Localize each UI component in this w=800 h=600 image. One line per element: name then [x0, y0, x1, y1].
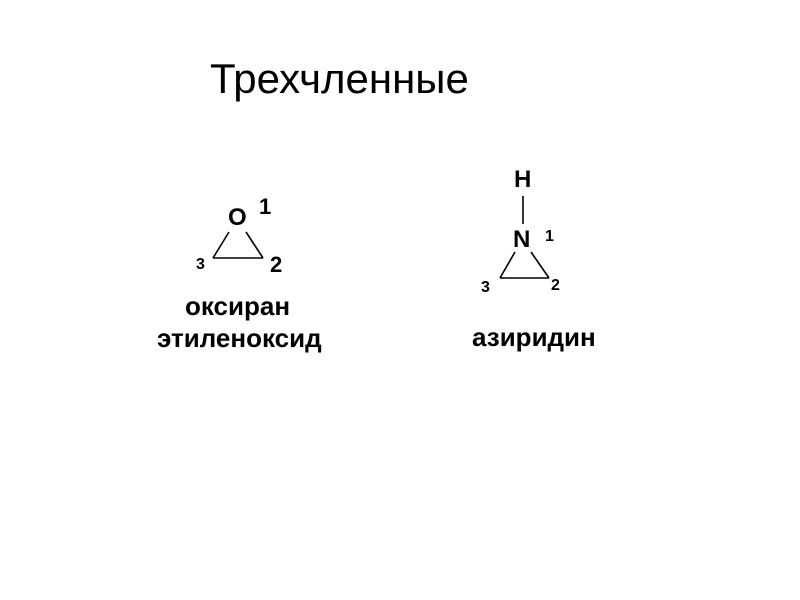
- oxirane-bond-o-c3: [212, 231, 230, 259]
- oxirane-locant-2: 2: [270, 252, 283, 277]
- aziridine-name: азиридин: [472, 322, 596, 352]
- aziridine-bond-n-c2: [530, 251, 550, 279]
- oxirane-bond-o-c2: [245, 231, 264, 259]
- aziridine-locant-3: 3: [481, 279, 490, 296]
- slide-title: Трехчленные: [210, 55, 469, 102]
- oxirane-locant-1: 1: [259, 194, 272, 219]
- oxirane-synonym: этиленоксид: [157, 323, 322, 353]
- aziridine-nitrogen-atom: N: [513, 226, 531, 253]
- oxirane-oxygen-atom: O: [228, 204, 247, 231]
- aziridine-locant-1: 1: [545, 228, 554, 245]
- aziridine-locant-2: 2: [551, 277, 560, 294]
- aziridine-hydrogen-atom: H: [514, 166, 532, 193]
- oxirane-ring: [212, 231, 264, 259]
- oxirane-locant-3: 3: [196, 256, 205, 273]
- aziridine-ring: [499, 196, 550, 279]
- aziridine-bond-n-c3: [499, 251, 516, 279]
- oxirane-name: оксиран: [185, 291, 291, 321]
